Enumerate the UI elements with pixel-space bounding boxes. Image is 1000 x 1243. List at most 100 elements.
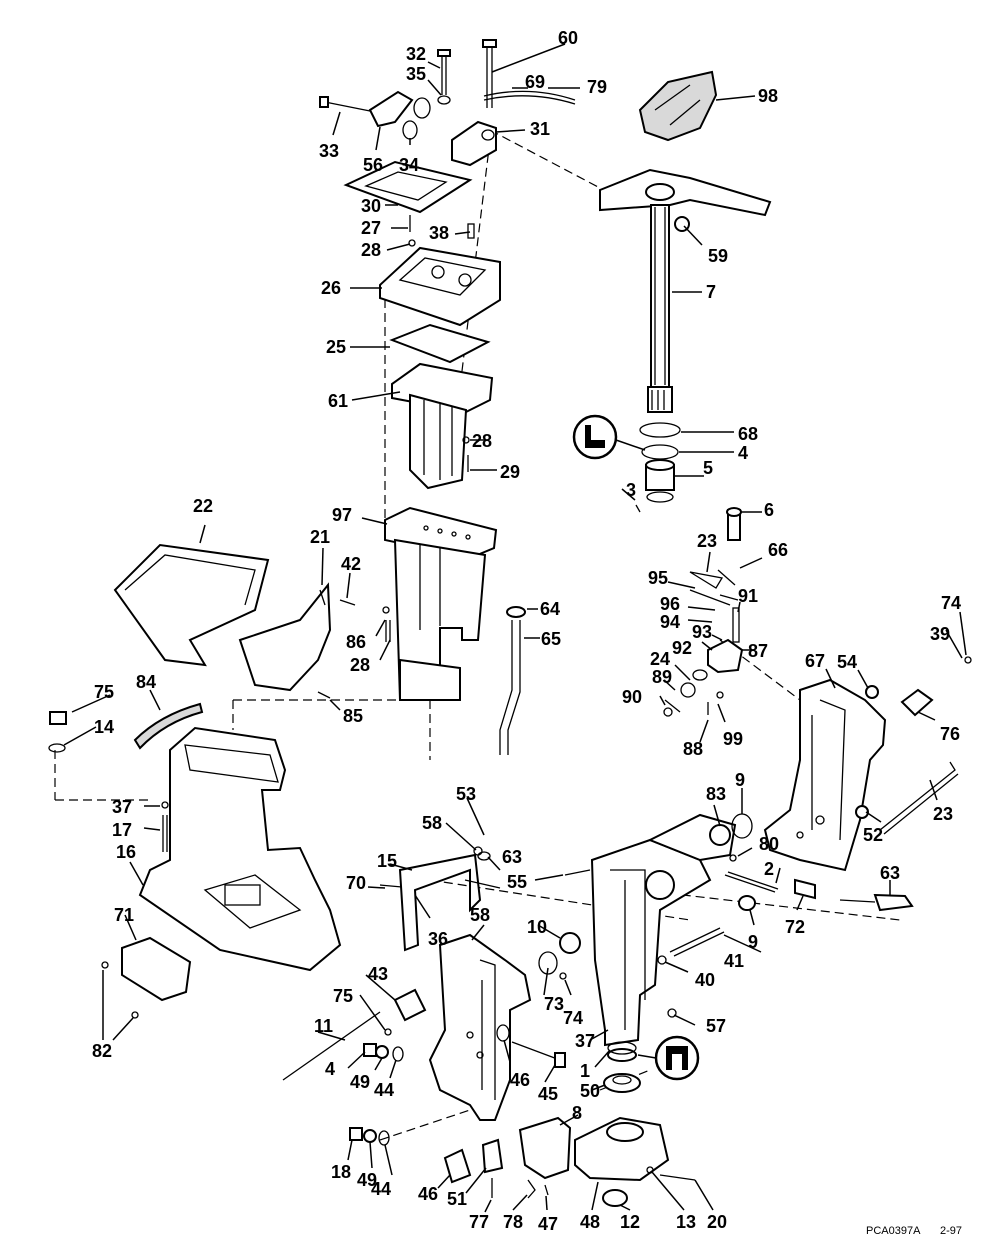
part-callout-68: 68 xyxy=(738,424,758,444)
part-callout-80: 80 xyxy=(759,834,779,854)
part-callout-4: 4 xyxy=(325,1059,335,1079)
part-callout-12: 12 xyxy=(620,1212,640,1232)
part-callout-28: 28 xyxy=(472,431,492,451)
part-callout-14: 14 xyxy=(94,717,114,737)
part-callout-2: 2 xyxy=(764,859,774,879)
part-callout-90: 90 xyxy=(622,687,642,707)
part-callout-44: 44 xyxy=(374,1080,394,1100)
part-callout-8: 8 xyxy=(572,1103,582,1123)
part-callout-40: 40 xyxy=(695,970,715,990)
part-callout-99: 99 xyxy=(723,729,743,749)
part-callout-10: 10 xyxy=(527,917,547,937)
part-callout-34: 34 xyxy=(399,155,419,175)
part-callout-63: 63 xyxy=(502,847,522,867)
part-callout-5: 5 xyxy=(703,458,713,478)
part-callout-84: 84 xyxy=(136,672,156,692)
leader-lines xyxy=(63,43,967,1213)
part-callout-31: 31 xyxy=(530,119,550,139)
part-callout-28: 28 xyxy=(361,240,381,260)
part-callout-37: 37 xyxy=(112,797,132,817)
drawing-code: PCA0397A xyxy=(866,1225,921,1237)
part-callout-73: 73 xyxy=(544,994,564,1014)
part-callout-91: 91 xyxy=(738,586,758,606)
part-callout-46: 46 xyxy=(510,1070,530,1090)
part-callout-57: 57 xyxy=(706,1016,726,1036)
part-callout-27: 27 xyxy=(361,218,381,238)
part-callout-9: 9 xyxy=(735,770,745,790)
part-callout-51: 51 xyxy=(447,1189,467,1209)
part-callout-23: 23 xyxy=(933,804,953,824)
part-callout-29: 29 xyxy=(500,462,520,482)
part-callout-11: 11 xyxy=(314,1016,333,1036)
part-callout-83: 83 xyxy=(706,784,726,804)
part-callout-46: 46 xyxy=(418,1184,438,1204)
part-callout-78: 78 xyxy=(503,1212,523,1232)
part-callout-49: 49 xyxy=(357,1170,377,1190)
part-callout-58: 58 xyxy=(470,905,490,925)
part-callout-89: 89 xyxy=(652,667,672,687)
part-callout-33: 33 xyxy=(319,141,339,161)
part-callout-24: 24 xyxy=(650,649,670,669)
sealant-symbol-icon xyxy=(637,1035,700,1081)
part-callout-70: 70 xyxy=(346,873,366,893)
part-callout-43: 43 xyxy=(368,964,388,984)
part-callout-22: 22 xyxy=(193,496,213,516)
part-callout-13: 13 xyxy=(676,1212,696,1232)
part-callout-1: 1 xyxy=(580,1061,590,1081)
part-callout-85: 85 xyxy=(343,706,363,726)
drawing-date: 2-97 xyxy=(940,1225,962,1237)
part-callout-64: 64 xyxy=(540,599,560,619)
part-callout-4: 4 xyxy=(738,443,748,463)
part-callout-96: 96 xyxy=(660,594,680,614)
part-callout-74: 74 xyxy=(563,1008,583,1028)
part-callout-45: 45 xyxy=(538,1084,558,1104)
part-callout-74: 74 xyxy=(941,593,961,613)
part-callout-98: 98 xyxy=(758,86,778,106)
part-callout-44: 44 xyxy=(371,1179,391,1199)
part-callout-20: 20 xyxy=(707,1212,727,1232)
part-callout-87: 87 xyxy=(748,641,768,661)
part-callout-23: 23 xyxy=(697,531,717,551)
part-callout-65: 65 xyxy=(541,629,561,649)
grease-symbol-icon xyxy=(572,414,646,460)
part-callout-88: 88 xyxy=(683,739,703,759)
part-callout-30: 30 xyxy=(361,196,381,216)
part-callout-58: 58 xyxy=(422,813,442,833)
part-callout-41: 41 xyxy=(724,951,744,971)
part-callout-17: 17 xyxy=(112,820,132,840)
part-callout-50: 50 xyxy=(580,1081,600,1101)
part-callout-36: 36 xyxy=(428,929,448,949)
part-callout-86: 86 xyxy=(346,632,366,652)
part-callout-61: 61 xyxy=(328,391,348,411)
part-callout-39: 39 xyxy=(930,624,950,644)
part-callout-9: 9 xyxy=(748,932,758,952)
part-callout-6: 6 xyxy=(764,500,774,520)
part-callout-77: 77 xyxy=(469,1212,489,1232)
part-callout-76: 76 xyxy=(940,724,960,744)
part-callout-25: 25 xyxy=(326,337,346,357)
part-callout-32: 32 xyxy=(406,44,426,64)
part-callout-47: 47 xyxy=(538,1214,558,1234)
part-callout-92: 92 xyxy=(672,638,692,658)
part-callout-72: 72 xyxy=(785,917,805,937)
part-callout-49: 49 xyxy=(350,1072,370,1092)
part-callout-95: 95 xyxy=(648,568,668,588)
parts-artwork xyxy=(48,39,972,1207)
part-callout-66: 66 xyxy=(768,540,788,560)
part-callout-21: 21 xyxy=(310,527,330,547)
part-callout-59: 59 xyxy=(708,246,728,266)
part-callout-54: 54 xyxy=(837,652,857,672)
part-callout-15: 15 xyxy=(377,851,397,871)
part-callout-56: 56 xyxy=(363,155,383,175)
part-callout-52: 52 xyxy=(863,825,883,845)
part-callout-18: 18 xyxy=(331,1162,351,1182)
part-callout-37: 37 xyxy=(575,1031,595,1051)
part-callout-38: 38 xyxy=(429,223,449,243)
part-callout-35: 35 xyxy=(406,64,426,84)
part-callout-28: 28 xyxy=(350,655,370,675)
part-callout-71: 71 xyxy=(114,905,134,925)
part-callout-53: 53 xyxy=(456,784,476,804)
